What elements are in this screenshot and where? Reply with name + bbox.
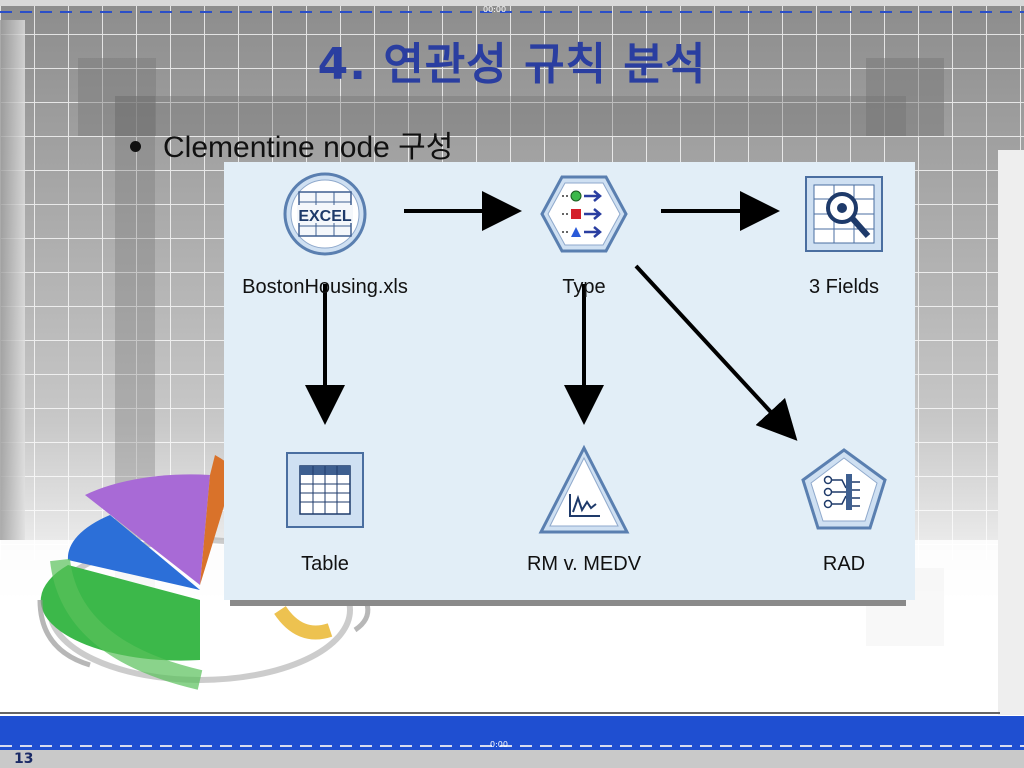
node-label-table: Table — [301, 553, 349, 575]
node-label-type: Type — [562, 276, 606, 298]
bullet-dot-icon — [130, 140, 141, 152]
excel-icon-text: EXCEL — [298, 208, 352, 225]
table-search-icon[interactable] — [805, 176, 883, 252]
slide-title: 4. 연관성 규칙 분석 — [317, 39, 707, 90]
type-node-icon[interactable] — [540, 175, 628, 253]
bullet-item: Clementine node 구성 — [130, 122, 453, 166]
page-number: 13 — [14, 751, 34, 767]
table-icon[interactable] — [286, 452, 364, 528]
excel-source-icon[interactable]: EXCEL — [283, 172, 367, 256]
node-label-plot: RM v. MEDV — [526, 553, 642, 575]
plot-triangle-icon[interactable] — [538, 444, 630, 534]
node-label-excel: BostonHousing.xls — [242, 276, 408, 298]
bullet-text: Clementine node 구성 — [163, 131, 454, 164]
rule-model-icon[interactable] — [801, 448, 887, 530]
node-label-fields: 3 Fields — [808, 276, 880, 298]
node-label-rad: RAD — [822, 553, 866, 575]
bottom-timestamp: 0:00 — [490, 740, 508, 749]
edge-type-to-rad — [634, 264, 798, 441]
clementine-stream-panel: EXCEL — [224, 162, 915, 600]
top-timestamp: 00:00 — [483, 5, 507, 14]
stream-canvas: EXCEL — [283, 172, 887, 534]
pie-chart-decoration — [37, 455, 371, 690]
